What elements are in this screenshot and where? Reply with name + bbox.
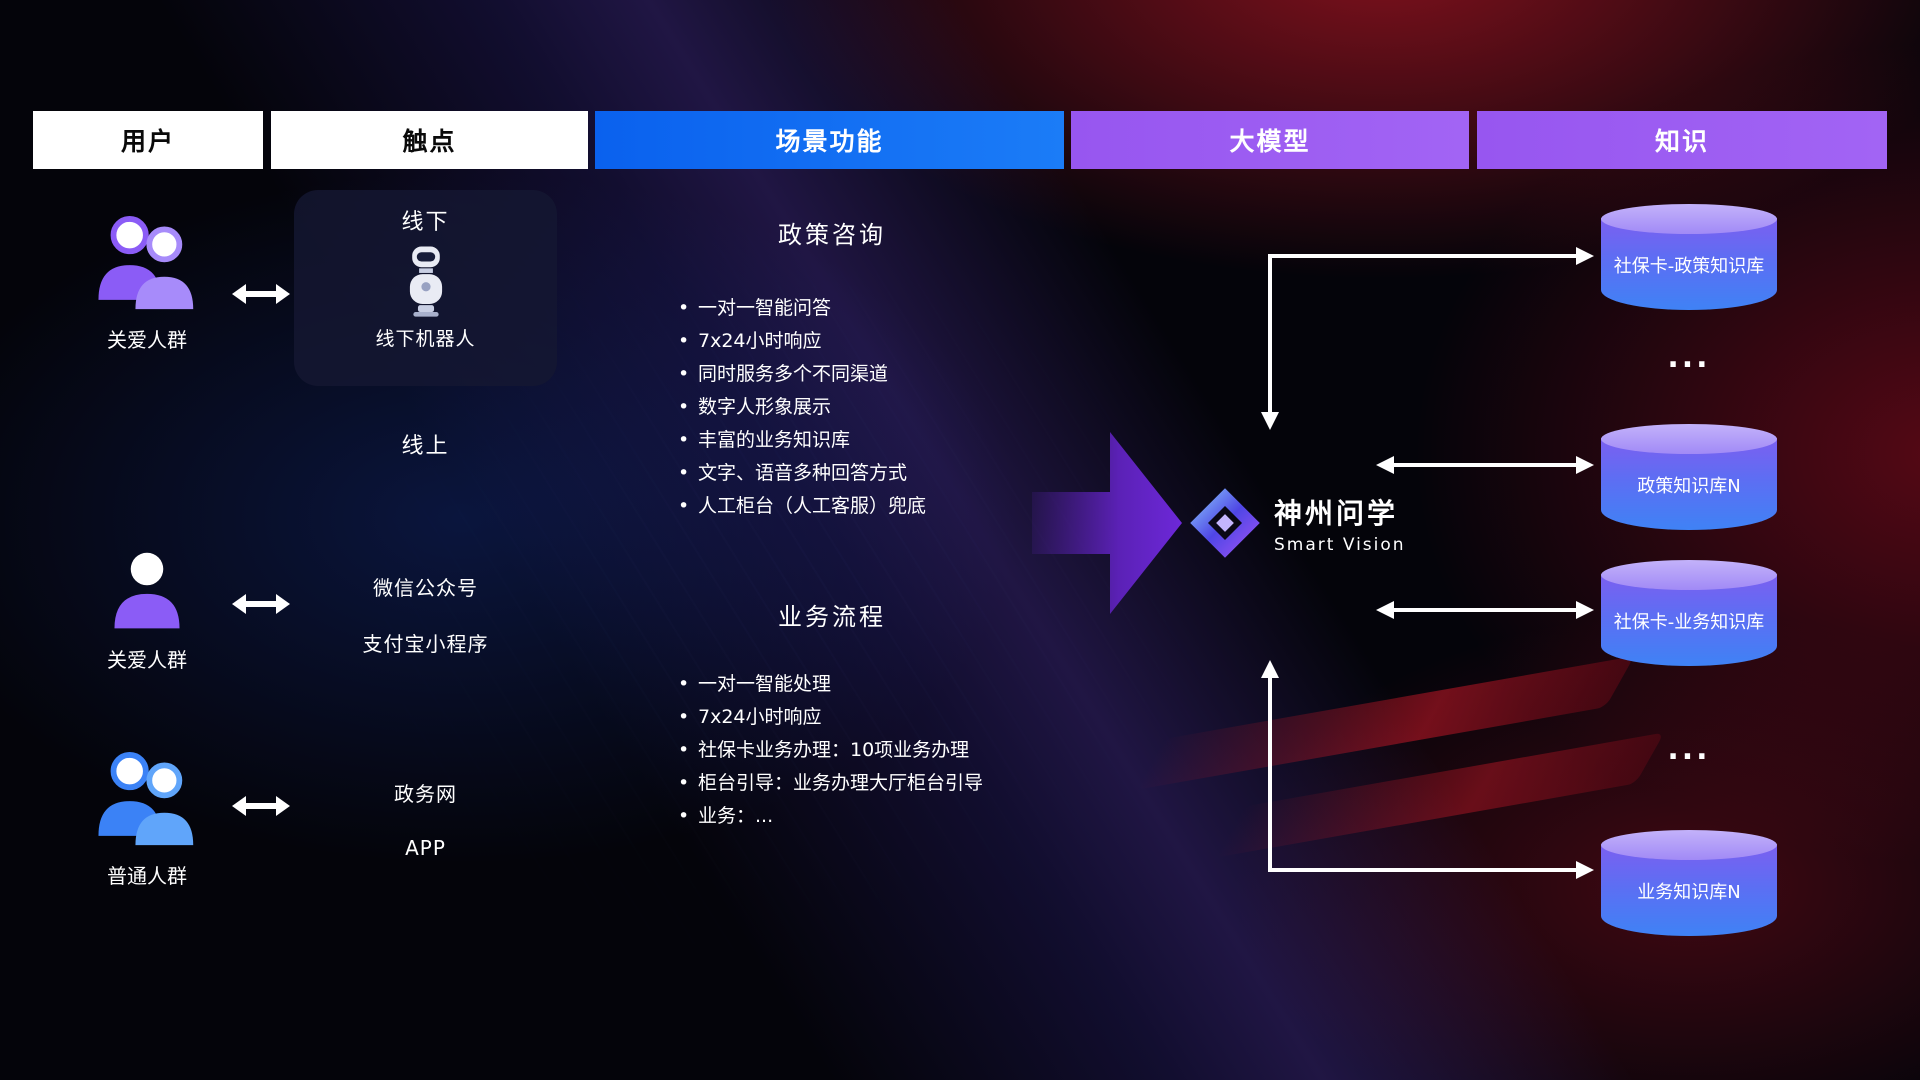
connector-double-policy-n xyxy=(1376,456,1594,474)
diamond-logo-icon xyxy=(1190,488,1260,558)
user-group-label: 关爱人群 xyxy=(107,328,187,352)
policy-bullet: 一对一智能问答 xyxy=(676,292,1106,325)
business-bullet: 一对一智能处理 xyxy=(676,668,1106,701)
policy-bullet: 7x24小时响应 xyxy=(676,325,1106,358)
policy-bullet: 文字、语音多种回答方式 xyxy=(676,457,1106,490)
bidirectional-arrow-icon xyxy=(232,594,290,614)
knowledge-db-label: 社保卡-业务知识库 xyxy=(1613,611,1765,633)
model-logo-block: 神州问学 Smart Vision xyxy=(1188,486,1406,560)
connector-double-business-sscard xyxy=(1376,601,1594,619)
offline-title: 线下 xyxy=(401,210,450,235)
header-scene-functions-label: 场景功能 xyxy=(775,127,884,156)
cylinder-top xyxy=(1601,830,1777,860)
business-bullet: 业务：... xyxy=(676,800,1106,833)
connector-elbow-policy-sscard xyxy=(1261,247,1594,430)
header-touchpoints-label: 触点 xyxy=(402,127,457,156)
channel-wechat: 微信公众号 xyxy=(373,576,478,600)
business-bullet: 柜台引导：业务办理大厅柜台引导 xyxy=(676,767,1106,800)
group-people-purple-icon xyxy=(98,216,194,310)
user-group-label: 普通人群 xyxy=(107,864,187,888)
function-title-policy: 政策咨询 xyxy=(778,221,886,249)
user-group-label: 关爱人群 xyxy=(107,648,187,672)
policy-bullet: 数字人形象展示 xyxy=(676,391,1106,424)
knowledge-db-policy-n: 政策知识库N xyxy=(1601,424,1777,530)
header-knowledge-label: 知识 xyxy=(1654,127,1709,156)
header-scene-functions: 场景功能 xyxy=(595,111,1064,169)
knowledge-db-business-n: 业务知识库N xyxy=(1601,830,1777,936)
policy-bullet: 同时服务多个不同渠道 xyxy=(676,358,1106,391)
function-title-business: 业务流程 xyxy=(778,603,886,631)
offline-robot-label: 线下机器人 xyxy=(375,328,476,350)
user-group-care-2: 关爱人群 xyxy=(62,548,232,673)
business-bullet-list: 一对一智能处理 7x24小时响应 社保卡业务办理：10项业务办理 柜台引导：业务… xyxy=(676,668,1106,833)
header-knowledge: 知识 xyxy=(1477,111,1887,169)
cylinder-top xyxy=(1601,204,1777,234)
header-touchpoints: 触点 xyxy=(271,111,588,169)
single-person-purple-icon xyxy=(114,552,180,629)
cylinder-top xyxy=(1601,560,1777,590)
header-large-model-label: 大模型 xyxy=(1229,127,1311,156)
model-logo-text: 神州问学 Smart Vision xyxy=(1274,492,1406,555)
channel-app: APP xyxy=(405,836,446,860)
ellipsis-policy: ... xyxy=(1667,340,1711,375)
channel-gov-web: 政务网 xyxy=(394,782,457,806)
knowledge-db-policy-sscard: 社保卡-政策知识库 xyxy=(1601,204,1777,310)
user-group-ordinary: 普通人群 xyxy=(62,748,232,889)
header-large-model: 大模型 xyxy=(1071,111,1469,169)
knowledge-db-label: 业务知识库N xyxy=(1637,881,1741,903)
header-users: 用户 xyxy=(33,111,263,169)
policy-bullet: 丰富的业务知识库 xyxy=(676,424,1106,457)
bidirectional-arrow-icon xyxy=(232,284,290,304)
header-users-label: 用户 xyxy=(120,127,175,156)
knowledge-db-label: 政策知识库N xyxy=(1637,475,1741,497)
online-title: 线上 xyxy=(401,434,450,459)
policy-bullet: 人工柜台（人工客服）兜底 xyxy=(676,490,1106,523)
channel-alipay: 支付宝小程序 xyxy=(362,632,489,656)
connector-elbow-business-n xyxy=(1261,660,1594,879)
offline-touchpoint-panel: 线下 线下机器人 xyxy=(294,190,557,386)
robot-icon xyxy=(409,246,442,317)
business-bullet: 7x24小时响应 xyxy=(676,701,1106,734)
model-name: 神州问学 xyxy=(1274,496,1399,530)
cylinder-top xyxy=(1601,424,1777,454)
group-people-blue-icon xyxy=(98,752,194,846)
bidirectional-arrow-icon xyxy=(232,796,290,816)
knowledge-db-label: 社保卡-政策知识库 xyxy=(1613,255,1765,277)
knowledge-db-business-sscard: 社保卡-业务知识库 xyxy=(1601,560,1777,666)
user-group-care-1: 关爱人群 xyxy=(62,212,232,353)
background-red-chevron xyxy=(1215,732,1665,858)
background-red-chevron xyxy=(1135,656,1635,790)
ellipsis-business: ... xyxy=(1667,732,1711,767)
business-bullet: 社保卡业务办理：10项业务办理 xyxy=(676,734,1106,767)
model-subtitle: Smart Vision xyxy=(1274,534,1406,555)
policy-bullet-list: 一对一智能问答 7x24小时响应 同时服务多个不同渠道 数字人形象展示 丰富的业… xyxy=(676,292,1106,523)
